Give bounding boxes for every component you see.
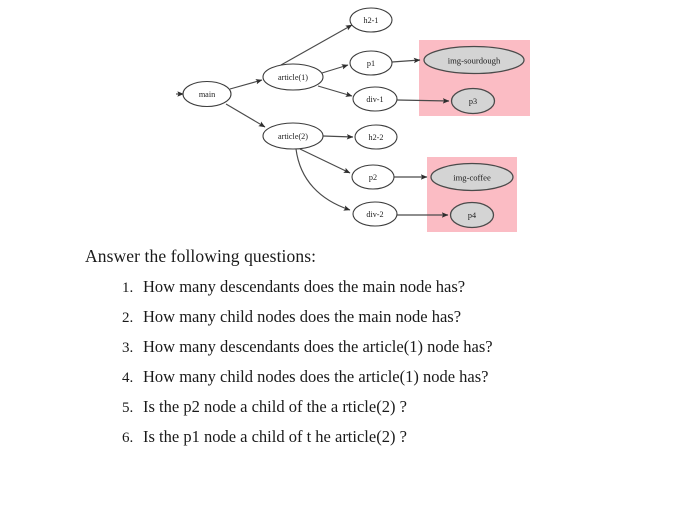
node-article2[interactable]: article(2) bbox=[262, 122, 324, 150]
question-item-5: Is the p2 node a child of the a rticle(2… bbox=[137, 396, 635, 417]
node-p2[interactable]: p2 bbox=[351, 164, 395, 190]
node-div-1[interactable]: div-1 bbox=[352, 86, 398, 112]
edge-article1-to-p1 bbox=[321, 64, 349, 74]
node-article1[interactable]: article(1) bbox=[262, 63, 324, 91]
node-article1-label: article(1) bbox=[278, 73, 308, 82]
node-article2-shape bbox=[262, 122, 324, 150]
node-p2-shape bbox=[351, 164, 395, 190]
edge-div-1-to-p3 bbox=[396, 98, 450, 104]
node-p3[interactable]: p3 bbox=[450, 87, 496, 115]
node-main[interactable]: main bbox=[182, 80, 232, 108]
graph-nodes: main article(1) article(2) h2-1 p1 div-1 bbox=[182, 7, 525, 229]
question-list: How many descendants does the main node … bbox=[113, 276, 635, 456]
edge-p1-to-img-sourdough bbox=[391, 57, 421, 64]
node-img-coffee[interactable]: img-coffee bbox=[430, 162, 514, 192]
node-p4-shape bbox=[449, 201, 495, 229]
node-div-2[interactable]: div-2 bbox=[352, 201, 398, 227]
node-main-label: main bbox=[199, 90, 215, 99]
node-div-2-shape bbox=[352, 201, 398, 227]
node-p4-label: p4 bbox=[468, 211, 476, 220]
graph-edges bbox=[176, 24, 450, 218]
graph-canvas: main article(1) article(2) h2-1 p1 div-1 bbox=[176, 7, 530, 232]
node-div-1-shape bbox=[352, 86, 398, 112]
edge-article2-to-h2-2 bbox=[322, 134, 354, 140]
node-h2-2-label: h2-2 bbox=[368, 133, 383, 142]
edge-main-to-article1 bbox=[229, 79, 263, 90]
node-img-sourdough-label: img-sourdough bbox=[448, 56, 501, 66]
node-article1-shape bbox=[262, 63, 324, 91]
question-item-6: Is the p1 node a child of t he article(2… bbox=[137, 426, 635, 447]
node-img-coffee-shape bbox=[430, 162, 514, 192]
edge-article2-to-div-2 bbox=[295, 148, 351, 211]
edge-article1-to-h2-1 bbox=[280, 24, 353, 66]
node-h2-2-shape bbox=[354, 124, 398, 150]
node-img-sourdough[interactable]: img-sourdough bbox=[423, 45, 525, 75]
node-h2-1-label: h2-1 bbox=[363, 16, 378, 25]
edge-main-to-article2 bbox=[225, 103, 266, 128]
node-h2-1[interactable]: h2-1 bbox=[349, 7, 393, 33]
node-p1-shape bbox=[349, 50, 393, 76]
node-article2-label: article(2) bbox=[278, 132, 308, 141]
node-h2-1-shape bbox=[349, 7, 393, 33]
question-item-2: How many child nodes does the main node … bbox=[137, 306, 635, 327]
node-p2-label: p2 bbox=[369, 173, 377, 182]
node-div-1-label: div-1 bbox=[366, 95, 383, 104]
node-img-coffee-label: img-coffee bbox=[453, 173, 491, 183]
node-p3-label: p3 bbox=[469, 97, 477, 106]
answer-intro-heading: Answer the following questions: bbox=[85, 246, 317, 266]
node-p3-shape bbox=[450, 87, 496, 115]
dom-tree-diagram: main article(1) article(2) h2-1 p1 div-1 bbox=[0, 0, 700, 240]
question-item-4: How many child nodes does the article(1)… bbox=[137, 366, 635, 387]
node-h2-2[interactable]: h2-2 bbox=[354, 124, 398, 150]
edge-article2-to-p2 bbox=[299, 148, 351, 174]
node-p1[interactable]: p1 bbox=[349, 50, 393, 76]
node-div-2-label: div-2 bbox=[366, 210, 383, 219]
edge-article1-to-div-1 bbox=[317, 85, 353, 97]
question-item-1: How many descendants does the main node … bbox=[137, 276, 635, 297]
node-p1-label: p1 bbox=[367, 59, 375, 68]
node-main-shape bbox=[182, 80, 232, 108]
node-p4[interactable]: p4 bbox=[449, 201, 495, 229]
question-item-3: How many descendants does the article(1)… bbox=[137, 336, 635, 357]
node-img-sourdough-shape bbox=[423, 45, 525, 75]
